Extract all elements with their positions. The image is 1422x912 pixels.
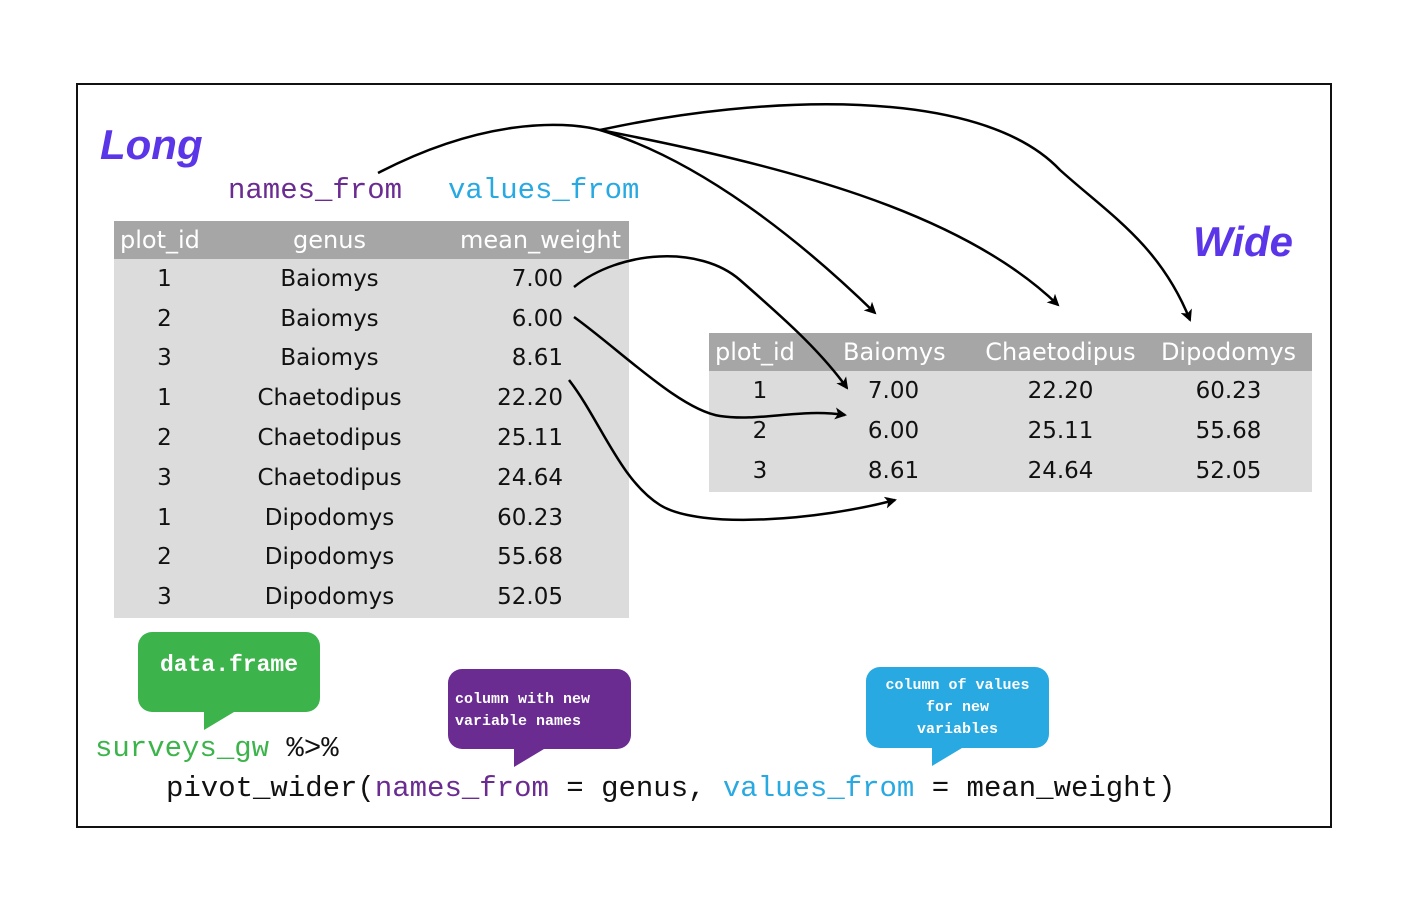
cell-chaetodipus: 22.20 (1027, 378, 1094, 404)
cell-genus: Dipodomys (264, 504, 395, 531)
cell-genus: Baiomys (280, 345, 379, 372)
cell-genus: Chaetodipus (257, 425, 402, 452)
cell-plot-id: 2 (157, 425, 172, 452)
bubble-tail (204, 712, 234, 730)
arrow-names-to-baiomys (377, 123, 877, 315)
table-row: 1 7.00 22.20 60.23 (709, 371, 1312, 411)
diagram-frame (76, 83, 1332, 828)
table-row: 2 Baiomys 6.00 (114, 299, 629, 339)
wide-header-baiomys: Baiomys (843, 338, 946, 366)
cell-mean-weight: 55.68 (497, 544, 563, 571)
cell-plot-id: 1 (157, 265, 172, 292)
names-from-label: names_from (228, 174, 403, 207)
cell-plot-id: 3 (157, 345, 172, 372)
arrow-names-to-dipodomys (599, 103, 1192, 322)
long-header-genus: genus (293, 226, 366, 254)
cell-baiomys: 7.00 (867, 378, 920, 404)
cell-mean-weight: 52.05 (497, 584, 563, 611)
cell-genus: Chaetodipus (257, 464, 402, 491)
arrow-value-3 (568, 379, 897, 522)
cell-mean-weight: 7.00 (511, 265, 563, 292)
cell-plot-id: 1 (157, 504, 172, 531)
cell-dipodomys: 55.68 (1195, 418, 1262, 444)
table-row: 1 Dipodomys 60.23 (114, 498, 629, 538)
cell-chaetodipus: 24.64 (1027, 458, 1094, 484)
long-header-plot-id: plot_id (120, 226, 200, 254)
code-arg-values-from: values_from (722, 772, 915, 805)
names-note-bubble: column with new variable names (448, 669, 631, 767)
names-note-line1: column with new (455, 691, 591, 708)
cell-genus: Baiomys (280, 265, 379, 292)
code-eq-mean-weight: = mean_weight) (914, 772, 1176, 805)
table-row: 3 Chaetodipus 24.64 (114, 458, 629, 498)
cell-mean-weight: 24.64 (497, 464, 563, 491)
table-row: 3 Dipodomys 52.05 (114, 577, 629, 617)
table-row: 3 Baiomys 8.61 (114, 339, 629, 379)
data-frame-bubble: data.frame (138, 632, 320, 730)
title-wide: Wide (1193, 218, 1293, 265)
cell-plot-id: 1 (157, 385, 172, 412)
cell-mean-weight: 60.23 (497, 504, 563, 531)
wide-header-plot-id: plot_id (715, 338, 795, 366)
code-df-name: surveys_gw (95, 732, 270, 765)
code-eq-genus: = genus, (548, 772, 723, 805)
cell-plot-id: 1 (752, 378, 768, 404)
long-table-header: plot_id genus mean_weight (114, 221, 629, 259)
title-long: Long (100, 121, 203, 168)
wide-table-header: plot_id Baiomys Chaetodipus Dipodomys (709, 333, 1312, 371)
cell-plot-id: 2 (157, 305, 172, 332)
cell-genus: Dipodomys (264, 544, 395, 571)
values-note-line1: column of values (885, 677, 1030, 694)
cell-baiomys: 6.00 (867, 418, 920, 444)
code-line-1: surveys_gw %>% (95, 734, 339, 763)
cell-genus: Chaetodipus (257, 385, 402, 412)
values-note-line3: variables (916, 721, 998, 738)
table-row: 1 Baiomys 7.00 (114, 259, 629, 299)
long-table: plot_id genus mean_weight 1 Baiomys 7.00… (114, 221, 629, 618)
data-frame-bubble-text: data.frame (159, 652, 299, 678)
bubble-tail (932, 748, 962, 766)
table-row: 2 Chaetodipus 25.11 (114, 418, 629, 458)
cell-mean-weight: 6.00 (511, 305, 563, 332)
cell-plot-id: 2 (157, 544, 172, 571)
code-fn: pivot_wider( (166, 772, 375, 805)
cell-plot-id: 3 (752, 458, 768, 484)
wide-header-dipodomys: Dipodomys (1160, 338, 1297, 366)
code-line-2: pivot_wider(names_from = genus, values_f… (166, 774, 1175, 803)
cell-baiomys: 8.61 (867, 458, 920, 484)
arrow-names-to-chaetodipus (599, 128, 1060, 307)
cell-mean-weight: 8.61 (511, 345, 563, 372)
names-note-line2: variable names (455, 713, 582, 730)
cell-genus: Baiomys (280, 305, 379, 332)
cell-genus: Dipodomys (264, 584, 395, 611)
bubble-tail (514, 749, 544, 767)
cell-dipodomys: 52.05 (1195, 458, 1262, 484)
code-pipe: %>% (269, 732, 339, 765)
values-note-bubble: column of values for new variables (866, 667, 1049, 766)
long-header-mean-weight: mean_weight (460, 226, 621, 254)
values-note-line2: for new (925, 699, 989, 716)
code-arg-names-from: names_from (374, 772, 549, 805)
arrow-value-1 (573, 255, 849, 390)
table-row: 2 Dipodomys 55.68 (114, 538, 629, 578)
cell-chaetodipus: 25.11 (1027, 418, 1094, 444)
table-row: 1 Chaetodipus 22.20 (114, 378, 629, 418)
values-from-label: values_from (448, 174, 640, 207)
arrow-value-2 (573, 315, 847, 420)
cell-plot-id: 2 (752, 418, 768, 444)
table-row: 2 6.00 25.11 55.68 (709, 411, 1312, 451)
table-row: 3 8.61 24.64 52.05 (709, 451, 1312, 491)
cell-mean-weight: 22.20 (497, 385, 563, 412)
cell-dipodomys: 60.23 (1195, 378, 1262, 404)
cell-mean-weight: 25.11 (497, 425, 563, 452)
cell-plot-id: 3 (157, 584, 172, 611)
cell-plot-id: 3 (157, 464, 172, 491)
wide-header-chaetodipus: Chaetodipus (985, 338, 1136, 366)
